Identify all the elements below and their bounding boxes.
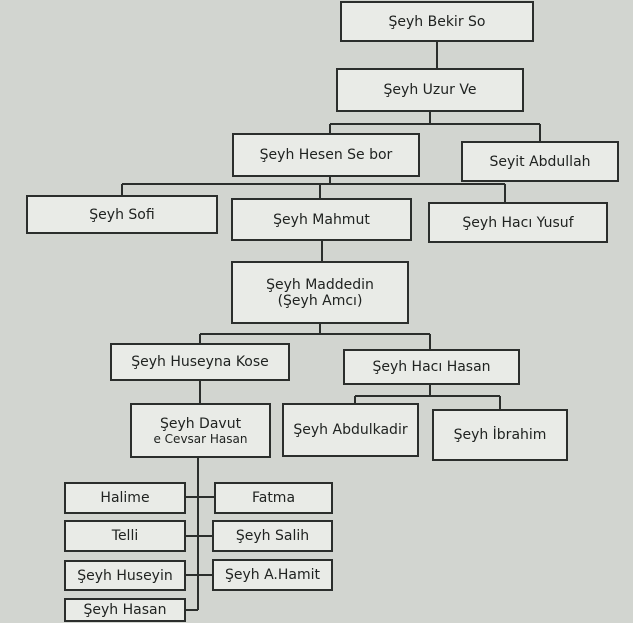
node-label: Şeyh Bekir So	[388, 13, 486, 30]
node-abdulkadir: Şeyh Abdulkadir	[282, 403, 419, 457]
node-bekir: Şeyh Bekir So	[340, 1, 534, 42]
node-label: Şeyh Hesen Se bor	[259, 147, 393, 163]
node-davut: Şeyh Davut e Cevsar Hasan	[130, 403, 271, 458]
node-label: Şeyh Hasan	[83, 602, 167, 618]
node-fatma: Fatma	[214, 482, 333, 514]
node-label: Şeyh Mahmut	[273, 211, 370, 228]
node-label: Şeyh Uzur Ve	[383, 82, 477, 98]
node-hesen: Şeyh Hesen Se bor	[232, 133, 420, 177]
node-halime: Halime	[64, 482, 186, 514]
node-label: Şeyh Abdulkadir	[293, 422, 408, 438]
node-mahmut: Şeyh Mahmut	[231, 198, 412, 241]
node-hacihasan: Şeyh Hacı Hasan	[343, 349, 520, 385]
node-label: Seyit Abdullah	[489, 153, 591, 170]
node-sublabel: (Şeyh Amcı)	[277, 292, 363, 309]
node-label: Şeyh Hacı Hasan	[372, 359, 491, 375]
node-abdullah: Seyit Abdullah	[461, 141, 619, 182]
node-label: Şeyh Huseyin	[77, 567, 173, 584]
node-label: Şeyh Davut	[159, 415, 242, 432]
node-sofi: Şeyh Sofi	[26, 195, 218, 234]
node-label: Fatma	[251, 490, 296, 506]
node-label: Halime	[100, 490, 150, 506]
node-telli: Telli	[64, 520, 186, 552]
node-label: Şeyh Maddedin	[266, 276, 374, 293]
node-maddedin: Şeyh Maddedin (Şeyh Amcı)	[231, 261, 409, 324]
node-huseyna: Şeyh Huseyna Kose	[110, 343, 290, 381]
node-label: Şeyh Salih	[235, 528, 310, 544]
node-sublabel: e Cevsar Hasan	[153, 431, 248, 446]
node-hasan: Şeyh Hasan	[64, 598, 186, 622]
node-label: Şeyh Hacı Yusuf	[462, 214, 574, 231]
node-label: Telli	[111, 528, 139, 544]
node-hamit: Şeyh A.Hamit	[212, 559, 333, 591]
node-label: Şeyh Huseyna Kose	[131, 354, 269, 370]
node-label: Şeyh A.Hamit	[224, 567, 320, 583]
node-uzur: Şeyh Uzur Ve	[336, 68, 524, 112]
node-label: Şeyh Sofi	[89, 206, 155, 223]
node-yusuf: Şeyh Hacı Yusuf	[428, 202, 608, 243]
node-salih: Şeyh Salih	[212, 520, 333, 552]
node-huseyin: Şeyh Huseyin	[64, 560, 186, 591]
node-label: Şeyh İbrahim	[453, 427, 547, 443]
node-ibrahim: Şeyh İbrahim	[432, 409, 568, 461]
